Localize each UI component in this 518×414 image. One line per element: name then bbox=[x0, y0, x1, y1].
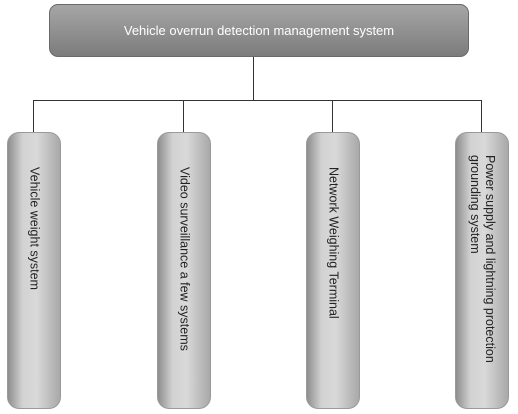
child-node-label: Vehicle weight system bbox=[27, 167, 42, 290]
child-node-network-terminal: Network Weighing Terminal bbox=[306, 132, 360, 409]
child-node-video-surveillance: Video surveillance a few systems bbox=[157, 132, 211, 409]
horizontal-connector bbox=[33, 100, 482, 101]
root-connector bbox=[253, 57, 254, 100]
child-node-power-supply: Power supply and lightning protection gr… bbox=[455, 132, 509, 409]
child-node-vehicle-weight: Vehicle weight system bbox=[7, 132, 61, 409]
root-node: Vehicle overrun detection management sys… bbox=[49, 4, 469, 57]
child-connector-1 bbox=[33, 100, 34, 132]
child-node-label: Network Weighing Terminal bbox=[326, 167, 341, 319]
child-connector-3 bbox=[332, 100, 333, 132]
child-node-label: Video surveillance a few systems bbox=[177, 167, 192, 351]
root-node-label: Vehicle overrun detection management sys… bbox=[123, 23, 395, 38]
child-node-label: Power supply and lightning protection gr… bbox=[468, 155, 497, 363]
child-connector-4 bbox=[481, 100, 482, 132]
child-connector-2 bbox=[183, 100, 184, 132]
